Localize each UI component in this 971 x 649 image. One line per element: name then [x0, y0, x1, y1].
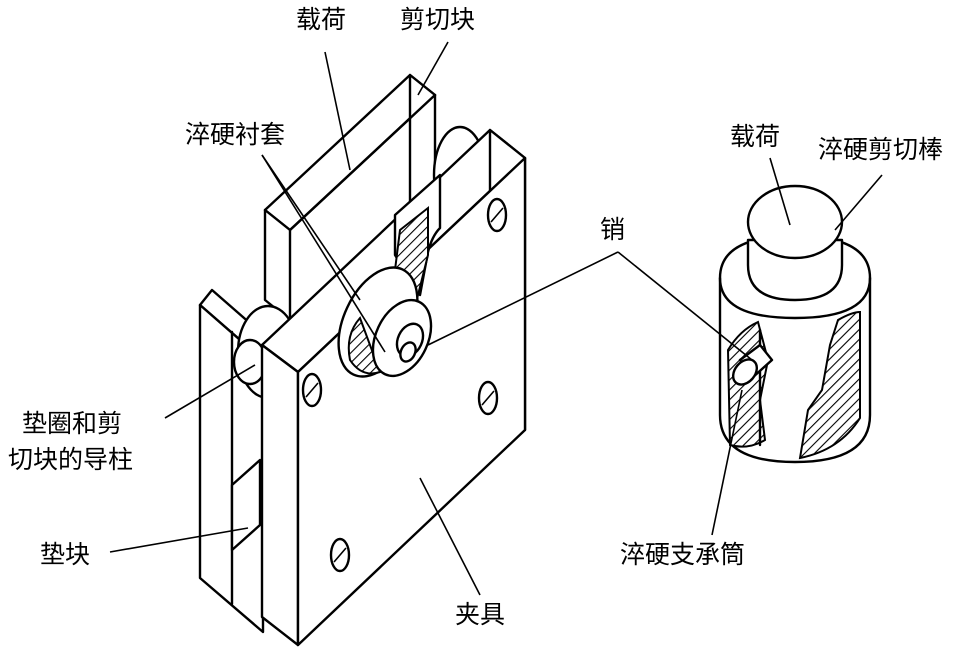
label-hardened-support-tube: 淬硬支承筒 [620, 540, 745, 569]
screw-holes [301, 197, 508, 573]
leader-shear-block [417, 41, 449, 96]
label-load-right: 载荷 [730, 122, 780, 151]
leader-support-tube [711, 389, 743, 536]
label-shear-block: 剪切块 [400, 5, 475, 34]
screw-hole [477, 380, 499, 416]
label-hardened-shear-rod: 淬硬剪切棒 [818, 135, 943, 164]
leader-pin-1 [427, 251, 619, 346]
leader-bushing-1 [261, 154, 361, 301]
support-tube-assembly [718, 234, 872, 464]
leader-lines [109, 41, 883, 596]
label-fixture: 夹具 [455, 600, 505, 629]
label-washer-guide-line1: 垫圈和剪 [22, 409, 122, 438]
screw-hole [486, 197, 508, 233]
pin-left [399, 341, 417, 363]
spacer-block [230, 458, 262, 552]
leader-guide-post [164, 364, 256, 419]
label-load-left: 载荷 [296, 5, 346, 34]
hardened-shear-rod [746, 184, 844, 302]
label-washer-guide-line2: 切块的导柱 [8, 445, 133, 474]
leader-load-left [324, 51, 351, 171]
leader-spacer [109, 527, 249, 553]
fixture-assembly [198, 73, 527, 647]
screw-hole [329, 537, 351, 573]
leader-load-right [769, 157, 791, 226]
label-hardened-bushing: 淬硬衬套 [185, 120, 285, 149]
leader-fixture [419, 477, 481, 596]
pin-right [731, 343, 774, 386]
label-spacer-block: 垫块 [40, 540, 90, 569]
leader-bushing-2 [261, 154, 386, 353]
fixture-front-plate [260, 128, 527, 647]
leader-pin-2 [617, 251, 753, 361]
leader-shear-rod [834, 174, 883, 231]
labels: 载荷 剪切块 淬硬衬套 销 载荷 淬硬剪切棒 垫圈和剪 切块的导柱 垫块 夹具 … [8, 5, 943, 629]
screw-hole [301, 372, 323, 408]
label-pin: 销 [600, 215, 625, 244]
